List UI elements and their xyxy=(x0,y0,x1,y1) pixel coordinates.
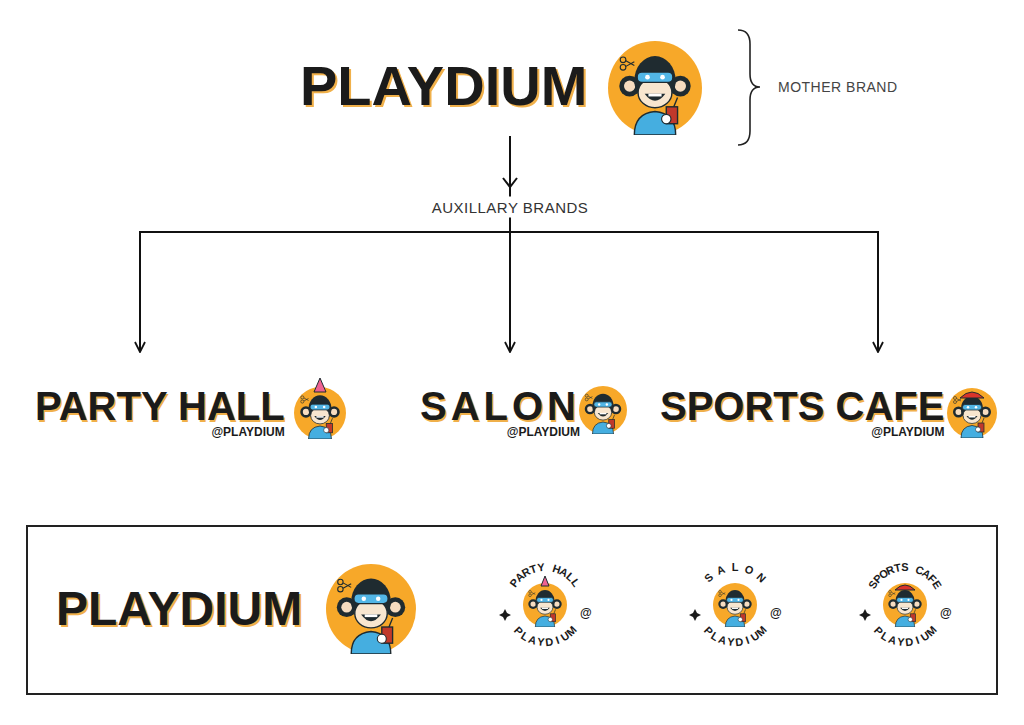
badge-arc-name: PLAYDIUM xyxy=(680,550,790,660)
badge-logo: SALON@PLAYDIUM xyxy=(680,550,790,660)
brand-name: SPORTS CAFE xyxy=(660,386,944,426)
badge-logo: SPORTS CAFE@PLAYDIUM xyxy=(850,550,960,660)
brand-logo: PARTY HALL@PLAYDIUM xyxy=(35,352,285,439)
badge-at: @ xyxy=(580,607,592,619)
logo-panel: PLAYDIUMPARTY HALL@PLAYDIUMSALON@PLAYDIU… xyxy=(26,525,998,695)
arc-letter: A xyxy=(712,563,729,578)
edge-label: AUXILLARY BRANDS xyxy=(426,197,595,218)
brand-name: PLAYDIUM xyxy=(300,58,587,114)
badge-arc-name: PLAYDIUM xyxy=(850,550,960,660)
brand-name: PLAYDIUM xyxy=(56,585,302,633)
brand-tag: @PLAYDIUM xyxy=(660,426,944,439)
brand-logo: SALON@PLAYDIUM xyxy=(420,352,580,439)
arc-letter: Y xyxy=(534,562,549,574)
brand-name: PARTY HALL xyxy=(35,386,285,426)
wordmark: PLAYDIUM xyxy=(300,58,587,114)
arc-letter: S xyxy=(898,562,912,573)
arc-letter: L xyxy=(728,562,742,573)
split-arrow xyxy=(510,136,878,352)
wordmark: PLAYDIUM xyxy=(56,585,302,633)
badge-arc-name: PLAYDIUM xyxy=(490,550,600,660)
brand-tag: @PLAYDIUM xyxy=(35,426,285,439)
badge-at: @ xyxy=(770,607,782,619)
brand-note: MOTHER BRAND xyxy=(778,79,898,95)
badge-logo: PARTY HALL@PLAYDIUM xyxy=(490,550,600,660)
badge-at: @ xyxy=(940,607,952,619)
brand-logo: SPORTS CAFE@PLAYDIUM xyxy=(660,352,944,439)
brand-name: SALON xyxy=(420,386,580,426)
brand-tag: @PLAYDIUM xyxy=(420,426,580,439)
split-arrow xyxy=(140,136,510,352)
